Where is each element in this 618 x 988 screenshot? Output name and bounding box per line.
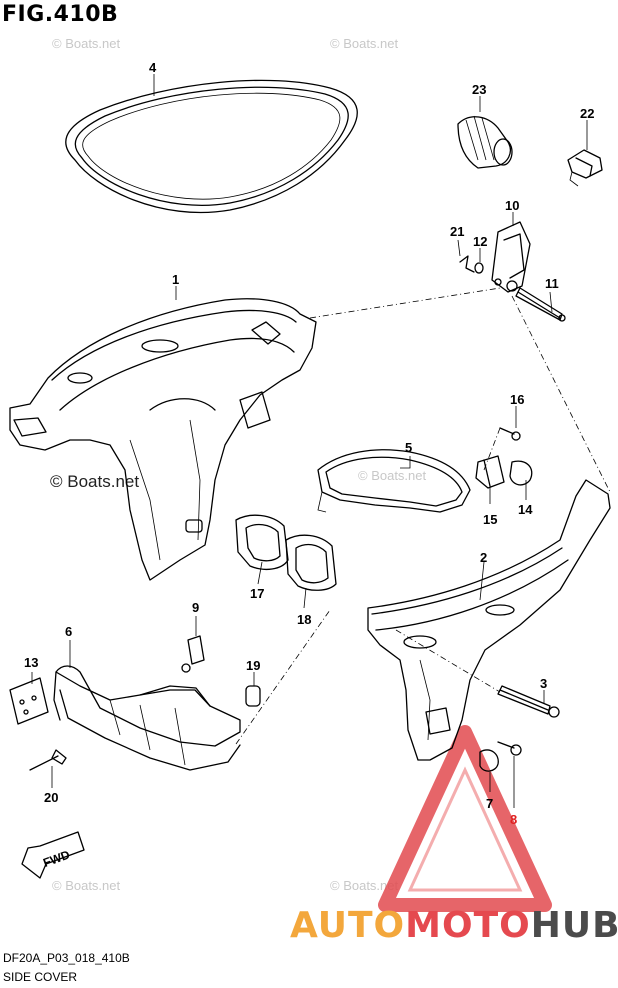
part-13-pad: [9, 677, 49, 725]
figure-title: FIG.410B: [2, 2, 119, 27]
callout-7: 7: [486, 796, 493, 811]
fwd-label: FWD: [41, 847, 72, 870]
part-2-side-cover-starboard: [367, 479, 611, 761]
callout-10: 10: [505, 198, 519, 213]
part-11-bolt: [515, 287, 566, 322]
figure-name: SIDE COVER: [3, 970, 78, 984]
callout-14: 14: [518, 502, 533, 517]
callout-21: 21: [450, 224, 464, 239]
part-6-lower-cover: [53, 665, 241, 771]
figure-code: DF20A_P03_018_410B: [3, 951, 130, 965]
watermark: © Boats.net: [52, 878, 121, 893]
watermark: © Boats.net: [330, 878, 399, 893]
part-4-seal-ring: [65, 79, 358, 214]
watermark: © Boats.net: [358, 468, 427, 483]
fwd-arrow-icon: FWD: [21, 831, 85, 879]
part-17-seal: [235, 514, 289, 571]
callout-15: 15: [483, 512, 497, 527]
callout-8: 8: [510, 812, 517, 827]
part-14-cap: [509, 460, 533, 486]
part-15-bracket: [475, 455, 505, 489]
part-19-spacer: [245, 685, 261, 707]
brand-part-auto: AUTO: [290, 905, 406, 946]
part-5-seal: [317, 449, 471, 513]
callout-1: 1: [172, 272, 179, 287]
part-16-screw: [499, 427, 521, 441]
callout-9: 9: [192, 600, 199, 615]
automotohub-logo: AUTOMOTOHUB: [290, 905, 618, 946]
callout-19: 19: [246, 658, 260, 673]
warning-triangle-logo: [378, 725, 552, 912]
callout-17: 17: [250, 586, 264, 601]
callout-20: 20: [44, 790, 58, 805]
callout-18: 18: [297, 612, 311, 627]
leader-lines: [31, 74, 611, 808]
brand-part-moto: MOTO: [405, 905, 531, 946]
callout-13: 13: [24, 655, 38, 670]
brand-part-hub: HUB: [530, 905, 618, 946]
part-1-side-cover-port: [9, 298, 317, 581]
callout-23: 23: [472, 82, 486, 97]
part-8-screw: [497, 741, 522, 756]
callout-2: 2: [480, 550, 487, 565]
callout-12: 12: [473, 234, 487, 249]
callout-5: 5: [405, 440, 412, 455]
callout-22: 22: [580, 106, 594, 121]
part-23-grommet: [457, 115, 513, 169]
part-20-rivet: [29, 749, 67, 771]
part-10-hinge-bracket: [491, 221, 531, 293]
watermark-large: © Boats.net: [50, 472, 140, 491]
part-18-seal: [285, 534, 337, 591]
part-12-washer: [474, 262, 484, 274]
callout-11: 11: [545, 276, 559, 291]
part-3-bolt: [497, 685, 560, 718]
part-21-clip: [459, 255, 475, 273]
part-22-clip: [567, 149, 603, 187]
callout-3: 3: [540, 676, 547, 691]
watermark: © Boats.net: [330, 36, 399, 51]
callout-16: 16: [510, 392, 524, 407]
part-9-clip: [181, 635, 205, 673]
callout-6: 6: [65, 624, 72, 639]
callouts: 4 23 22 10 21 12 11 1 5 16 15 14 2 17 18…: [24, 60, 594, 827]
part-7-grommet: [479, 749, 499, 772]
watermark: © Boats.net: [52, 36, 121, 51]
callout-4: 4: [149, 60, 157, 75]
